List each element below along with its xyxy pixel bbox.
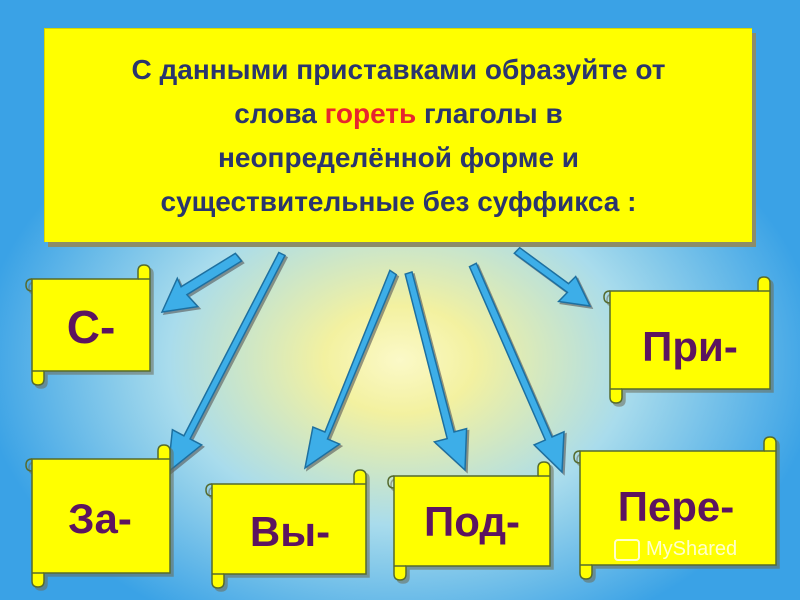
instruction-text: С данными приставками образуйте от слова…: [102, 48, 696, 224]
scroll-pere: Пере-: [573, 436, 777, 580]
instruction-line-4: существительные без суффикса :: [160, 185, 637, 217]
arrow-to-s: [160, 252, 243, 313]
prefix-pere: Пере-: [618, 483, 735, 530]
instruction-highlight-word: гореть: [324, 97, 417, 129]
scroll-za: За-: [25, 444, 171, 588]
scroll-pri: При-: [603, 276, 771, 404]
instruction-line-2-after: глаголы в: [416, 97, 563, 129]
prefix-za: За-: [68, 495, 132, 542]
instruction-line-2-before: слова: [234, 97, 325, 129]
scroll-vy: Вы-: [205, 469, 367, 589]
prefix-s: С-: [67, 301, 116, 353]
watermark-text: MyShared: [646, 538, 738, 560]
scroll-pod: Под-: [387, 461, 551, 581]
arrow-to-pere: [468, 262, 565, 474]
instruction-line-1: С данными приставками образуйте от: [131, 53, 666, 85]
arrow-to-pri: [513, 246, 592, 307]
watermark: MyShared: [614, 538, 737, 561]
prefix-pod: Под-: [424, 498, 520, 545]
arrow-to-pod: [404, 270, 468, 472]
arrow-to-vy: [303, 269, 398, 470]
instruction-line-3: неопределённой форме и: [217, 141, 580, 173]
prefix-pri: При-: [642, 323, 738, 370]
prefix-vy: Вы-: [250, 508, 330, 555]
watermark-logo-icon: [614, 538, 640, 561]
scroll-s: С-: [25, 264, 151, 386]
instruction-box: С данными приставками образуйте от слова…: [44, 28, 752, 242]
